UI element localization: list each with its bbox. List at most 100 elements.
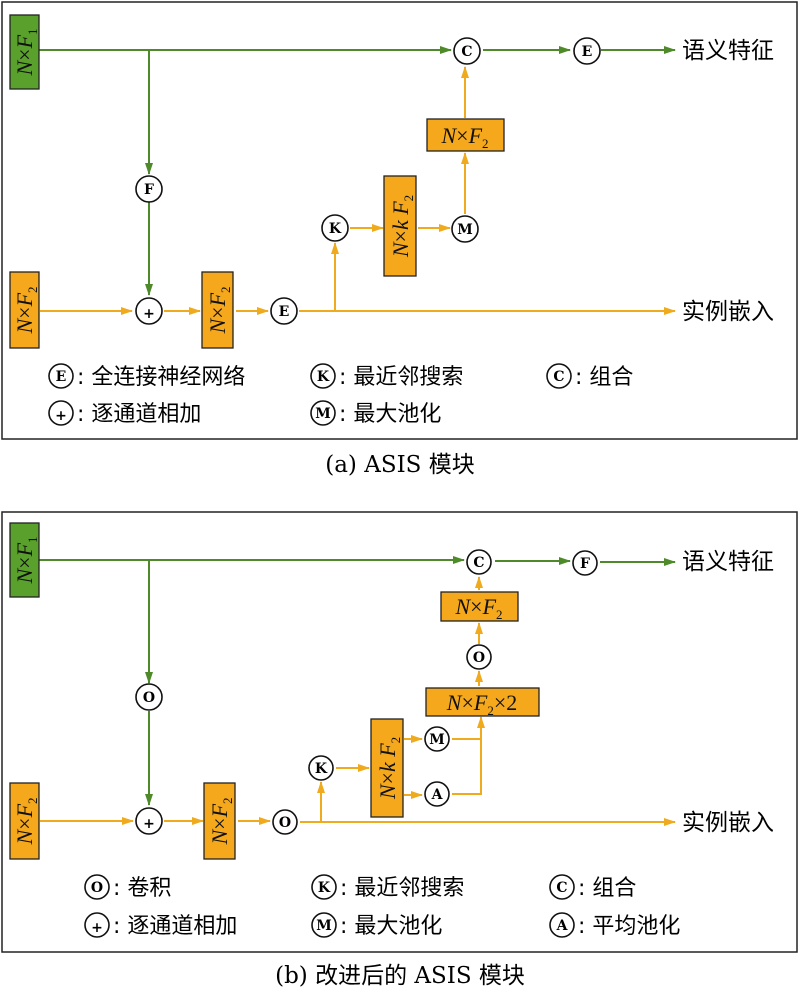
legend-b-m-icon: M	[311, 912, 337, 938]
op-a-fc-semantic: E	[573, 37, 601, 65]
svg-text:: 最近邻搜索: : 最近邻搜索	[339, 365, 463, 390]
legend-a-m-icon: M	[310, 400, 336, 426]
legend-b-o-icon: O	[84, 874, 110, 900]
box-a-nf2-input: N×F2	[9, 271, 40, 349]
svg-text:E: E	[279, 304, 290, 320]
svg-text:N×F2: N×F2	[12, 286, 40, 334]
svg-text:O: O	[473, 650, 485, 666]
op-a-fc-instance: E	[270, 297, 298, 325]
svg-text:A: A	[431, 787, 444, 803]
svg-text:N×F2: N×F2	[205, 286, 233, 334]
svg-text:M: M	[316, 918, 332, 934]
svg-text:: 卷积: : 卷积	[113, 876, 171, 901]
legend-a: E : 全连接神经网络 K : 最近邻搜索 C : 组合 + : 逐通道相加 M…	[48, 363, 633, 427]
box-b-nf2-top: N×F2	[440, 591, 519, 622]
op-b-f-semantic: F	[572, 550, 598, 576]
svg-text:+: +	[91, 920, 103, 936]
op-a-f: F	[135, 175, 163, 203]
svg-text:N×k F2: N×k F2	[375, 737, 403, 800]
op-b-conv-instance: O	[272, 809, 298, 835]
svg-text:+: +	[143, 816, 155, 832]
panel-a-frame	[1, 1, 798, 440]
op-b-maxpool: M	[424, 726, 450, 752]
svg-text:N×F2: N×F2	[440, 123, 488, 151]
svg-text:: 最大池化: : 最大池化	[339, 402, 441, 427]
svg-text:N×F1: N×F1	[12, 536, 40, 584]
svg-text:: 最近邻搜索: : 最近邻搜索	[340, 876, 464, 901]
svg-text:F: F	[580, 556, 590, 572]
svg-text:N×F2: N×F2	[12, 797, 40, 845]
svg-text:: 平均池化: : 平均池化	[578, 914, 680, 939]
svg-text:E: E	[582, 44, 593, 60]
svg-text:N×F2: N×F2	[207, 797, 235, 845]
svg-text:M: M	[429, 732, 445, 748]
panel-a: N×F1 N×F2 N×F2 N×k F2 N×F2 C E F + E K M…	[1, 1, 798, 478]
svg-text:+: +	[55, 408, 67, 424]
svg-text:: 最大池化: : 最大池化	[340, 914, 442, 939]
caption-a: (a) ASIS 模块	[325, 452, 475, 478]
svg-text:A: A	[556, 918, 569, 934]
op-b-conv-mid: O	[135, 683, 163, 711]
label-a-semantic: 语义特征	[682, 38, 774, 64]
svg-text:: 逐通道相加: : 逐通道相加	[113, 914, 237, 939]
op-b-knn: K	[308, 755, 334, 781]
op-a-add: +	[135, 297, 163, 325]
panel-b-frame	[1, 511, 798, 953]
op-a-knn: K	[321, 214, 349, 242]
panel-b-gold-wires	[40, 576, 676, 826]
svg-text:K: K	[317, 369, 330, 385]
svg-text:K: K	[318, 880, 331, 896]
legend-a-plus-icon: +	[48, 400, 74, 426]
svg-text:C: C	[473, 555, 484, 571]
svg-text:: 组合: : 组合	[575, 365, 633, 390]
label-a-instance: 实例嵌入	[682, 299, 774, 325]
panel-a-green-wires	[38, 46, 676, 296]
panel-b-green-wires	[38, 556, 676, 806]
svg-text:N×F2: N×F2	[454, 594, 502, 622]
box-b-nkf2: N×k F2	[370, 718, 404, 818]
legend-b-plus-icon: +	[84, 912, 110, 938]
box-a-nf2-sum: N×F2	[201, 271, 234, 349]
svg-text:N×F1: N×F1	[12, 28, 40, 76]
legend-a-c-icon: C	[546, 363, 572, 389]
box-a-nf1: N×F1	[9, 14, 40, 90]
op-a-maxpool: M	[451, 215, 479, 243]
svg-text:F: F	[144, 182, 154, 198]
legend-a-k-icon: K	[310, 363, 336, 389]
legend-b-a-icon: A	[549, 912, 575, 938]
label-b-instance: 实例嵌入	[682, 810, 774, 836]
svg-text:N×k F2: N×k F2	[388, 195, 416, 258]
svg-text:C: C	[461, 44, 472, 60]
op-a-concat: C	[453, 37, 481, 65]
svg-text:E: E	[56, 369, 67, 385]
op-b-concat: C	[466, 549, 492, 575]
box-a-nkf2: N×k F2	[383, 175, 417, 277]
box-b-nf2x2: N×F2×2	[425, 687, 540, 718]
op-b-avgpool: A	[424, 781, 450, 807]
label-b-semantic: 语义特征	[682, 549, 774, 575]
legend-b: O : 卷积 K : 最近邻搜索 C : 组合 + : 逐通道相加 M : 最大…	[84, 874, 680, 939]
svg-text:O: O	[143, 690, 155, 706]
svg-text:K: K	[329, 221, 342, 237]
caption-b: (b) 改进后的 ASIS 模块	[275, 963, 525, 989]
svg-text:M: M	[457, 222, 473, 238]
legend-b-c-icon: C	[549, 874, 575, 900]
svg-text:K: K	[315, 761, 328, 777]
svg-text:N×F2×2: N×F2×2	[446, 690, 517, 718]
op-b-conv-top: O	[466, 644, 492, 670]
panel-a-gold-wires	[40, 66, 676, 315]
svg-text:M: M	[315, 406, 331, 422]
box-b-nf2-input: N×F2	[9, 782, 40, 860]
box-a-nf2-top: N×F2	[426, 118, 505, 152]
svg-text:O: O	[279, 815, 291, 831]
svg-text:+: +	[143, 306, 155, 322]
panel-b: N×F1 N×F2 N×F2 N×k F2 N×F2×2 N×F2 C F O …	[1, 511, 798, 989]
box-b-nf1: N×F1	[9, 522, 40, 598]
svg-text:: 全连接神经网络: : 全连接神经网络	[77, 365, 245, 390]
svg-text:: 逐通道相加: : 逐通道相加	[77, 402, 201, 427]
svg-text:C: C	[556, 880, 567, 896]
box-b-nf2-sum: N×F2	[203, 782, 236, 860]
legend-b-k-icon: K	[311, 874, 337, 900]
op-b-add: +	[135, 807, 163, 835]
